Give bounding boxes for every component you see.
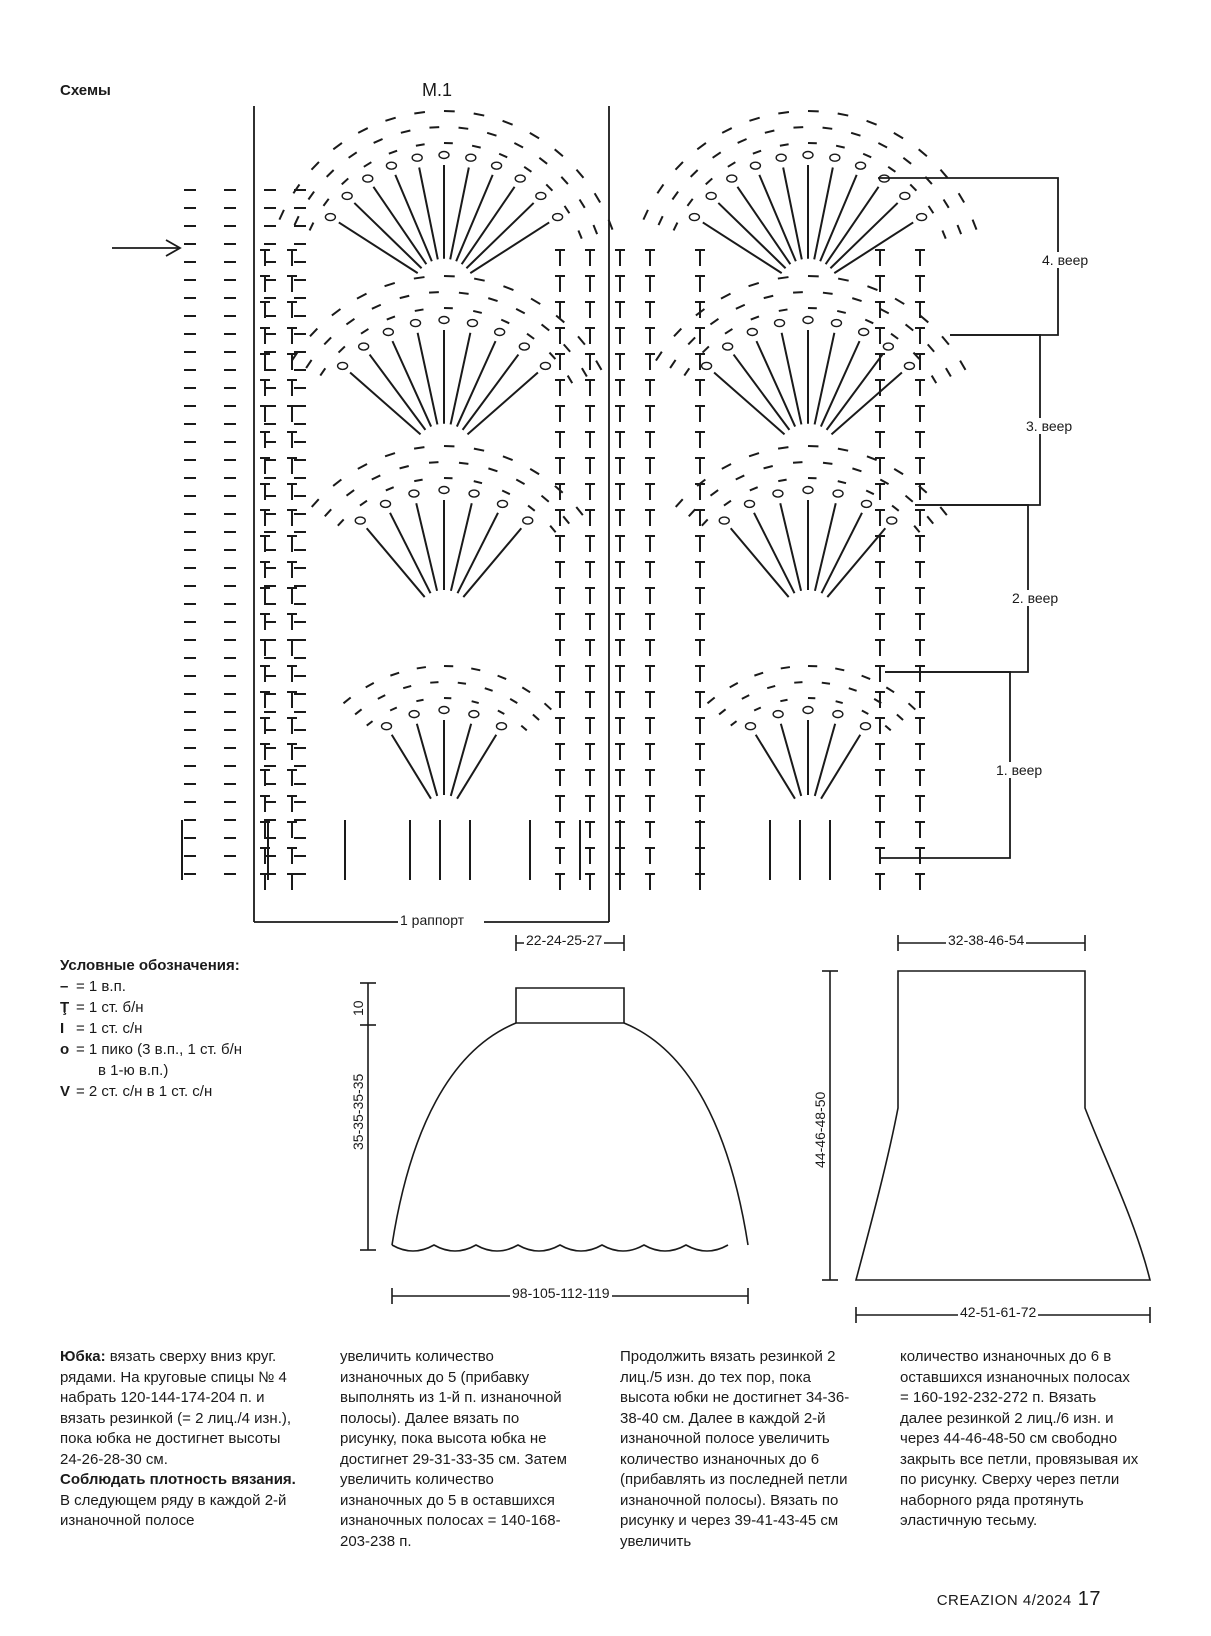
text-column-4: количество изнаночных до 6 в оставшихся … (900, 1348, 1139, 1529)
legend: Условные обозначения: –= 1 в.п. Ţ= 1 ст.… (60, 955, 242, 1102)
skirt2-height: 44-46-48-50 (812, 1091, 828, 1168)
legend-item: V= 2 ст. с/н в 1 ст. с/н (60, 1083, 213, 1100)
legend-item: I= 1 ст. с/н (60, 1020, 143, 1037)
chart-title: М.1 (422, 80, 453, 100)
text-column-3: Продолжить вязать резинкой 2 лиц./5 изн.… (620, 1348, 850, 1550)
fan-label-1: 1. веер (994, 762, 1045, 778)
text-column-1: Юбка: вязать сверху вниз круг. рядами. Н… (60, 1348, 296, 1529)
page-number: 17 (1077, 1588, 1101, 1610)
legend-item: в 1-ю в.п.) (98, 1062, 169, 1079)
magazine-name: CREAZION 4/2024 (936, 1592, 1072, 1609)
text-column-2: увеличить количество изнаночных до 5 (пр… (340, 1348, 567, 1550)
skirt-bottom-width: 98-105-112-119 (510, 1285, 612, 1301)
skirt-top-width: 22-24-25-27 (524, 932, 605, 948)
fan-label-3: 3. веер (1024, 418, 1075, 434)
legend-title: Условные обозначения: (60, 957, 240, 974)
fan-label-4: 4. веер (1040, 252, 1091, 268)
legend-item: –= 1 в.п. (60, 978, 126, 995)
fan-label-2: 2. веер (1010, 590, 1061, 606)
page-footer: CREAZION 4/2024 17 (937, 1588, 1101, 1611)
skirt-schematic (360, 935, 749, 1304)
legend-item: Ţ= 1 ст. б/н (60, 999, 144, 1016)
skirt-schematic-2 (822, 935, 1152, 1323)
schemes-title: Схемы (60, 82, 111, 99)
skirt-yoke-height: 10 (350, 1000, 366, 1016)
legend-item: o= 1 пико (3 в.п., 1 ст. б/н (60, 1041, 243, 1058)
skirt2-bottom-width: 42-51-61-72 (958, 1304, 1039, 1320)
repeat-label: 1 раппорт (398, 912, 467, 928)
skirt-height: 35-35-35-35 (350, 1073, 366, 1150)
skirt2-top-width: 32-38-46-54 (946, 932, 1027, 948)
